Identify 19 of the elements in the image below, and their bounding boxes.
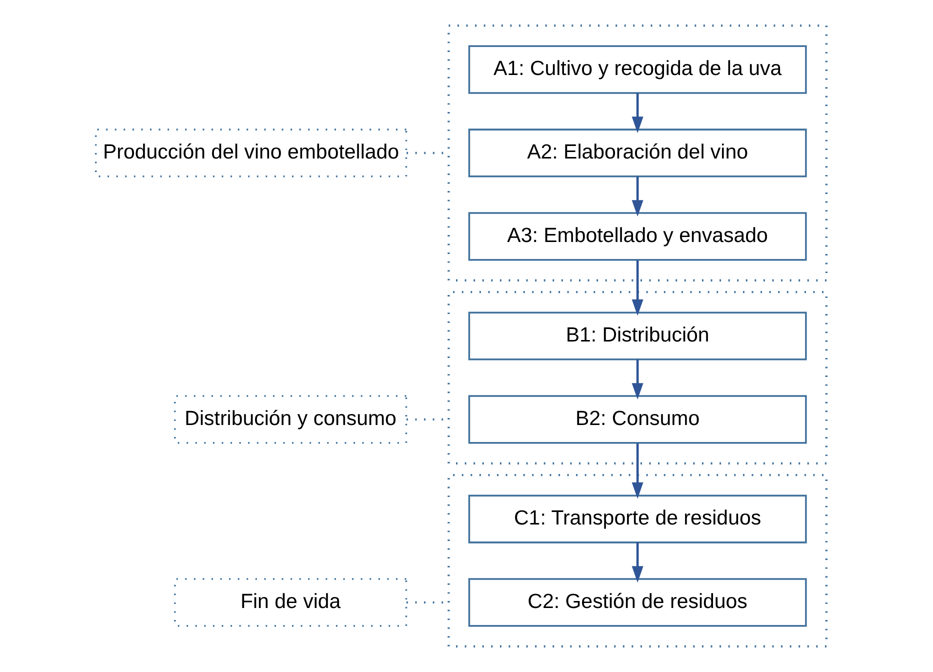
cluster (447, 24, 828, 282)
node-box: Producción del vino embotellado (94, 128, 407, 178)
arrow (631, 260, 643, 316)
arrow (631, 93, 643, 134)
cluster (447, 290, 828, 464)
node-box: A3: Embotellado y envasado (468, 212, 806, 261)
node-box: C2: Gestión de residuos (468, 578, 806, 627)
node-box: A2: Elaboración del vino (468, 128, 806, 178)
arrow (631, 176, 643, 217)
node-box: B2: Consumo (468, 395, 806, 444)
cluster (447, 474, 828, 648)
node-box: Distribución y consumo (174, 395, 407, 444)
node-box: B1: Distribución (468, 312, 806, 360)
arrow (631, 359, 643, 400)
node-box: Fin de vida (174, 578, 407, 627)
arrow (631, 542, 643, 583)
node-box: A1: Cultivo y recogida de la uva (468, 45, 806, 94)
arrow (631, 443, 643, 499)
node-box: C1: Transporte de residuos (468, 494, 806, 544)
